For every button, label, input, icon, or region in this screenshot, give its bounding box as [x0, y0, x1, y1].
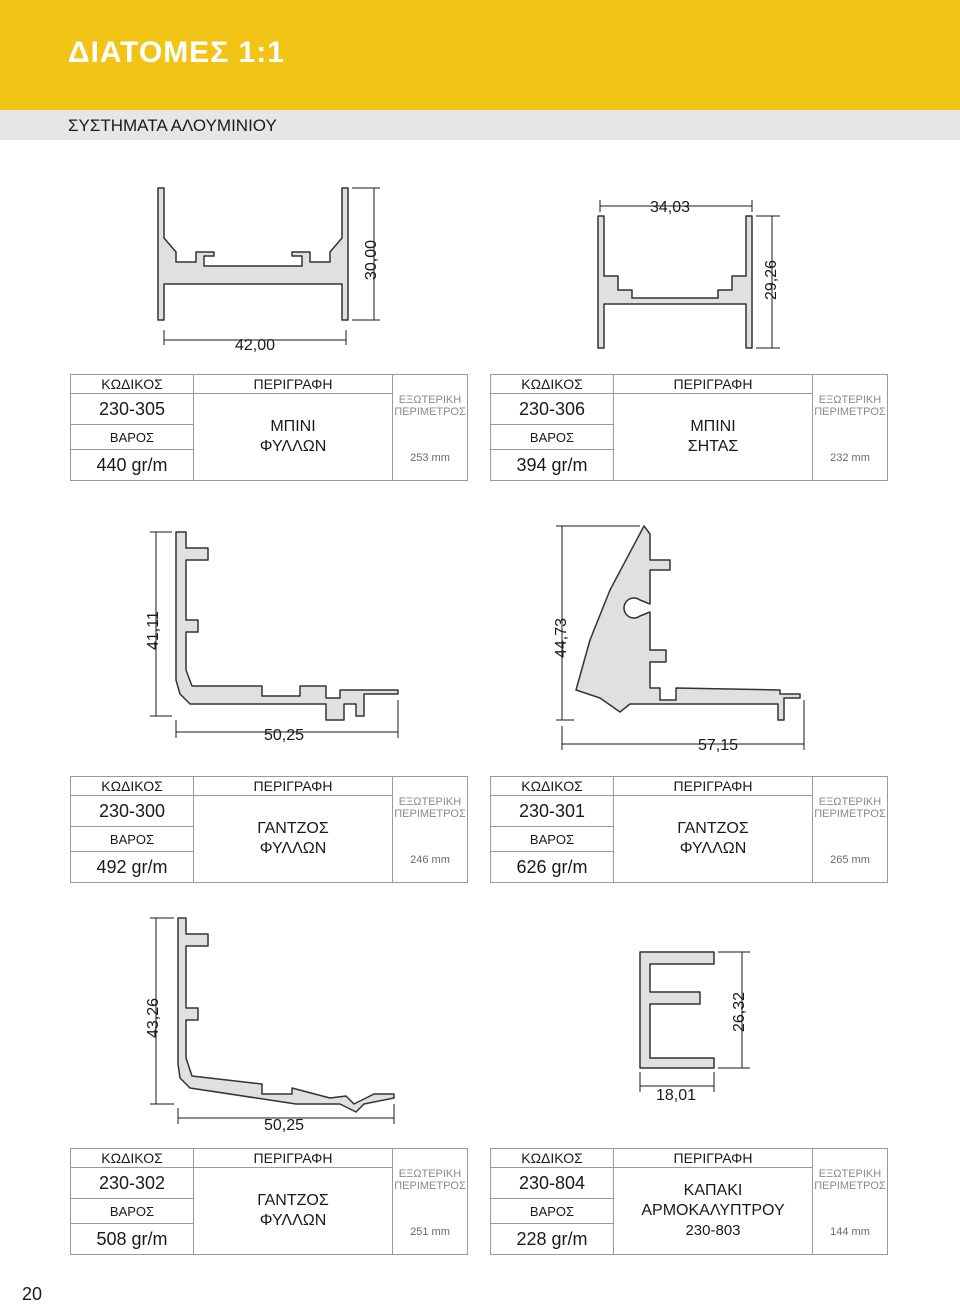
perimeter-label-2: ΠΕΡΙΜΕΤΡΟΣ — [394, 807, 466, 820]
description-line-1: ΓΑΝΤΖΟΣ — [257, 820, 329, 837]
page-number: 20 — [22, 1284, 43, 1304]
perimeter-value: 251 mm — [410, 1225, 450, 1238]
dim-width-230-306: 34,03 — [650, 199, 690, 216]
profile-drawing-230-300: 50,25 41,11 — [145, 531, 399, 744]
page-title: ΔΙΑΤΟΜΕΣ 1:1 — [68, 36, 285, 69]
page-header: ΔΙΑΤΟΜΕΣ 1:1 — [0, 0, 960, 110]
weight-label: ΒΑΡΟΣ — [70, 826, 194, 852]
code-header: ΚΩΔΙΚΟΣ — [490, 1148, 614, 1168]
code-value: 230-305 — [70, 393, 194, 425]
perimeter-label-2: ΠΕΡΙΜΕΤΡΟΣ — [814, 405, 886, 418]
code-value: 230-301 — [490, 795, 614, 827]
weight-label: ΒΑΡΟΣ — [70, 424, 194, 450]
description-line-2: ΦΥΛΛΩΝ — [259, 1212, 327, 1229]
description-header: ΠΕΡΙΓΡΑΦΗ — [613, 776, 813, 796]
perimeter-value: 232 mm — [830, 451, 870, 464]
perimeter-value: 253 mm — [410, 451, 450, 464]
weight-label: ΒΑΡΟΣ — [490, 826, 614, 852]
perimeter-label-1: ΕΞΩΤΕΡΙΚΗ — [398, 1167, 462, 1180]
dim-width-230-302: 50,25 — [264, 1117, 304, 1134]
description-line-1: ΓΑΝΤΖΟΣ — [677, 820, 749, 837]
weight-label: ΒΑΡΟΣ — [490, 424, 614, 450]
dim-height-230-305: 30,00 — [363, 240, 380, 280]
description-line-1: ΜΠΙΝΙ — [690, 418, 736, 435]
dim-height-230-302: 43,26 — [145, 998, 162, 1038]
description-line-2: ΦΥΛΛΩΝ — [259, 840, 327, 857]
perimeter-label-1: ΕΞΩΤΕΡΙΚΗ — [818, 393, 882, 406]
dim-height-230-306: 29,26 — [763, 260, 780, 300]
code-value: 230-302 — [70, 1167, 194, 1199]
perimeter-value: 246 mm — [410, 853, 450, 866]
dim-width-230-301: 57,15 — [698, 737, 738, 754]
subtitle-bar: ΣΥΣΤΗΜΑΤΑ ΑΛΟΥΜΙΝΙΟΥ — [0, 110, 960, 140]
perimeter-label-1: ΕΞΩΤΕΡΙΚΗ — [398, 393, 462, 406]
description-header: ΠΕΡΙΓΡΑΦΗ — [613, 1148, 813, 1168]
description-line-1: ΜΠΙΝΙ — [270, 418, 316, 435]
code-value: 230-804 — [490, 1167, 614, 1199]
drawings-row-1: 42,00 30,00 34,03 29,26 — [157, 187, 780, 354]
code-header: ΚΩΔΙΚΟΣ — [490, 374, 614, 394]
weight-value: 508 gr/m — [70, 1223, 194, 1255]
profile-drawing-230-306: 34,03 29,26 — [597, 199, 780, 349]
code-header: ΚΩΔΙΚΟΣ — [70, 1148, 194, 1168]
dim-height-230-301: 44,73 — [553, 618, 570, 658]
weight-value: 492 gr/m — [70, 851, 194, 883]
description-line-1: ΚΑΠΑΚΙ — [683, 1182, 743, 1199]
page-subtitle: ΣΥΣΤΗΜΑΤΑ ΑΛΟΥΜΙΝΙΟΥ — [68, 116, 277, 135]
description-header: ΠΕΡΙΓΡΑΦΗ — [193, 776, 393, 796]
weight-value: 228 gr/m — [490, 1223, 614, 1255]
perimeter-label-2: ΠΕΡΙΜΕΤΡΟΣ — [394, 1179, 466, 1192]
drawings-row-2: 50,25 41,11 57,15 44,73 — [145, 525, 805, 754]
description-line-2: ΦΥΛΛΩΝ — [679, 840, 747, 857]
perimeter-label-1: ΕΞΩΤΕΡΙΚΗ — [398, 795, 462, 808]
description-line-2: ΑΡΜΟΚΑΛΥΠΤΡΟΥ — [641, 1202, 785, 1219]
code-header: ΚΩΔΙΚΟΣ — [490, 776, 614, 796]
code-value: 230-300 — [70, 795, 194, 827]
perimeter-value: 265 mm — [830, 853, 870, 866]
dim-height-230-804: 26,32 — [731, 992, 748, 1032]
weight-value: 394 gr/m — [490, 449, 614, 481]
description-header: ΠΕΡΙΓΡΑΦΗ — [613, 374, 813, 394]
description-line-1: ΓΑΝΤΖΟΣ — [257, 1192, 329, 1209]
perimeter-label-2: ΠΕΡΙΜΕΤΡΟΣ — [814, 807, 886, 820]
code-header: ΚΩΔΙΚΟΣ — [70, 776, 194, 796]
code-header: ΚΩΔΙΚΟΣ — [70, 374, 194, 394]
profile-drawing-230-302: 50,25 43,26 — [145, 917, 395, 1134]
perimeter-label-1: ΕΞΩΤΕΡΙΚΗ — [818, 1167, 882, 1180]
description-header: ΠΕΡΙΓΡΑΦΗ — [193, 1148, 393, 1168]
dim-width-230-305: 42,00 — [235, 337, 275, 354]
profile-drawing-230-305: 42,00 30,00 — [157, 187, 380, 354]
perimeter-value: 144 mm — [830, 1225, 870, 1238]
description-line-3: 230-803 — [685, 1222, 741, 1239]
weight-label: ΒΑΡΟΣ — [70, 1198, 194, 1224]
description-line-2: ΦΥΛΛΩΝ — [259, 438, 327, 455]
drawings-row-3: 50,25 43,26 18,01 26,32 — [145, 917, 750, 1134]
perimeter-label-2: ΠΕΡΙΜΕΤΡΟΣ — [394, 405, 466, 418]
perimeter-label-1: ΕΞΩΤΕΡΙΚΗ — [818, 795, 882, 808]
dim-height-230-300: 41,11 — [145, 611, 162, 650]
code-value: 230-306 — [490, 393, 614, 425]
description-header: ΠΕΡΙΓΡΑΦΗ — [193, 374, 393, 394]
weight-label: ΒΑΡΟΣ — [490, 1198, 614, 1224]
weight-value: 440 gr/m — [70, 449, 194, 481]
description-line-2: ΣΗΤΑΣ — [687, 438, 739, 455]
profile-drawing-230-804: 18,01 26,32 — [639, 951, 750, 1104]
perimeter-label-2: ΠΕΡΙΜΕΤΡΟΣ — [814, 1179, 886, 1192]
profile-drawing-230-301: 57,15 44,73 — [553, 525, 805, 754]
dim-width-230-804: 18,01 — [656, 1087, 696, 1104]
dim-width-230-300: 50,25 — [264, 727, 304, 744]
weight-value: 626 gr/m — [490, 851, 614, 883]
